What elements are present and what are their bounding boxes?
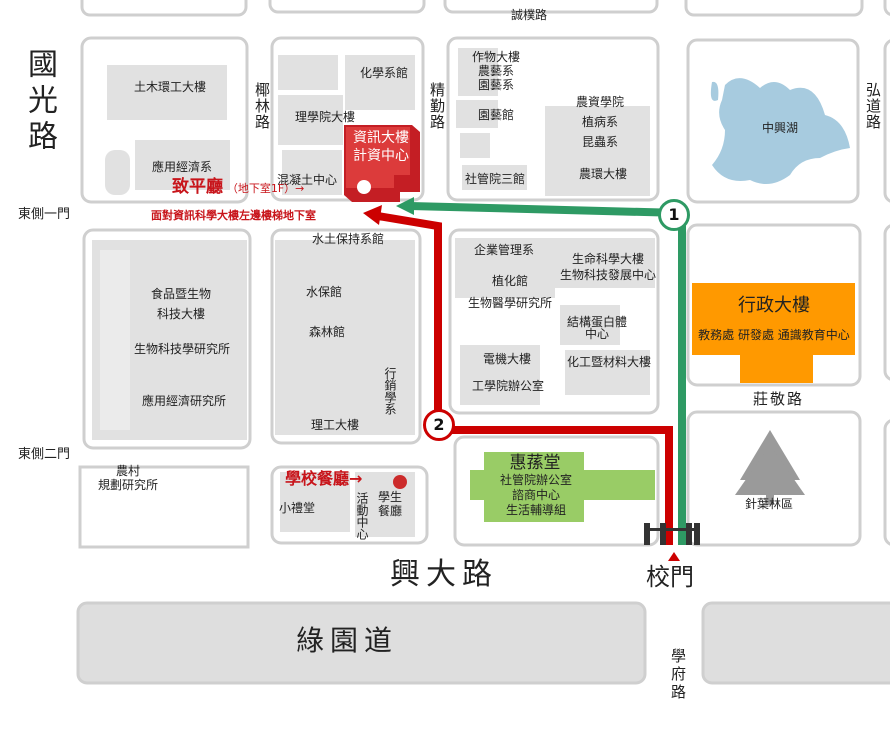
building-chem: 化學系館: [359, 66, 409, 80]
building-zhihua: 植化館: [491, 274, 529, 288]
building-sci-eng: 理工大樓: [310, 418, 360, 432]
building-soilwater: 水土保持系館: [311, 232, 385, 246]
building-agri-env: 農環大樓: [578, 167, 628, 181]
building-science: 理學院大樓: [294, 110, 356, 124]
destination-name: 致平廳: [172, 177, 223, 197]
building-chapel: 小禮堂: [279, 501, 316, 515]
building-biotech-inst: 生物科技學研究所: [133, 342, 231, 356]
building-it-1: 資訊大樓: [353, 130, 409, 146]
restaurant-label[interactable]: 學校餐廳→: [285, 469, 363, 488]
block-gaps: [100, 250, 130, 430]
building-student-dining: 學生餐廳: [378, 490, 403, 518]
building-it-2: 計資中心: [353, 148, 409, 164]
road-zhuangjing: 莊敬路: [753, 390, 805, 408]
route-1-marker: 1: [658, 199, 690, 231]
main-gate-icon: [644, 523, 700, 545]
building-admin: 行政大樓: [738, 295, 810, 316]
destination-note: 面對資訊科學大樓左邊樓梯地下室: [151, 209, 316, 222]
road-luyuan: 綠園道: [296, 624, 399, 657]
route-2-marker: 2: [423, 409, 455, 441]
road-chengpu: 誠樸路: [511, 8, 548, 22]
block-outlines: [78, 0, 890, 549]
destination-label[interactable]: 致平廳 （地下室1F）→: [172, 177, 305, 197]
building-huisun-units: 社管院辦公室諮商中心生活輔導組: [499, 473, 573, 517]
road-xingda: 興大路: [390, 557, 498, 592]
building-forest: 森林館: [308, 325, 346, 339]
building-biomed: 生物醫學研究所: [467, 296, 553, 310]
building-concrete: 混凝土中心: [276, 173, 338, 187]
gate-east-2: 東側二門: [18, 447, 71, 462]
building-horticulture: 園藝館: [477, 108, 515, 122]
road-yelin: 椰林路: [253, 82, 271, 130]
building-appecon-inst: 應用經濟研究所: [141, 394, 227, 408]
building-footprints: [92, 48, 655, 537]
building-food: 食品暨生物科技大樓: [150, 287, 212, 321]
road-guoguang: 國光路: [22, 48, 57, 156]
road-xuefu: 學府路: [669, 648, 687, 702]
gate-main: 校門: [646, 563, 694, 591]
building-agri-college: 農資學院植病系昆蟲系: [575, 95, 625, 149]
building-chem-eng: 化工暨材料大樓: [566, 355, 652, 369]
conifer-tree-icon: [735, 430, 805, 505]
building-crop: 作物大樓農藝系園藝系: [471, 50, 521, 92]
building-admin-units: 教務處 研發處 通識教育中心: [698, 328, 850, 342]
building-activity: 活動中心: [355, 492, 369, 540]
lake-zhongxing: [710, 78, 850, 184]
building-civil: 土木環工大樓: [133, 80, 207, 94]
building-rural: 農村規劃研究所: [97, 464, 159, 492]
building-marketing: 行銷學系: [383, 367, 397, 415]
gate-east-1: 東側一門: [18, 207, 71, 222]
lake-label: 中興湖: [761, 121, 799, 135]
admin-building: [692, 283, 855, 355]
building-ee: 電機大樓: [482, 352, 532, 366]
building-eng-office: 工學院辦公室: [471, 379, 545, 393]
destination-floor: （地下室1F）→: [226, 182, 305, 195]
road-jingqin: 精勤路: [428, 82, 446, 130]
building-waterconserv: 水保館: [305, 285, 343, 299]
building-lifesci: 生命科學大樓生物科技發展中心: [559, 252, 657, 282]
green-avenue-block: [76, 601, 647, 685]
gate-marker-icon: [668, 552, 680, 561]
building-huisun: 惠蓀堂: [509, 453, 561, 473]
restaurant-marker-icon: [393, 475, 407, 489]
road-hongdao: 弘道路: [864, 82, 882, 130]
building-appecon: 應用經濟系: [151, 160, 213, 174]
conifer-label: 針葉林區: [744, 497, 794, 511]
building-structure: 結構蛋白體中心: [566, 315, 628, 341]
building-social3: 社管院三館: [464, 172, 526, 186]
building-business: 企業管理系: [473, 243, 535, 257]
it-building: [344, 125, 420, 202]
